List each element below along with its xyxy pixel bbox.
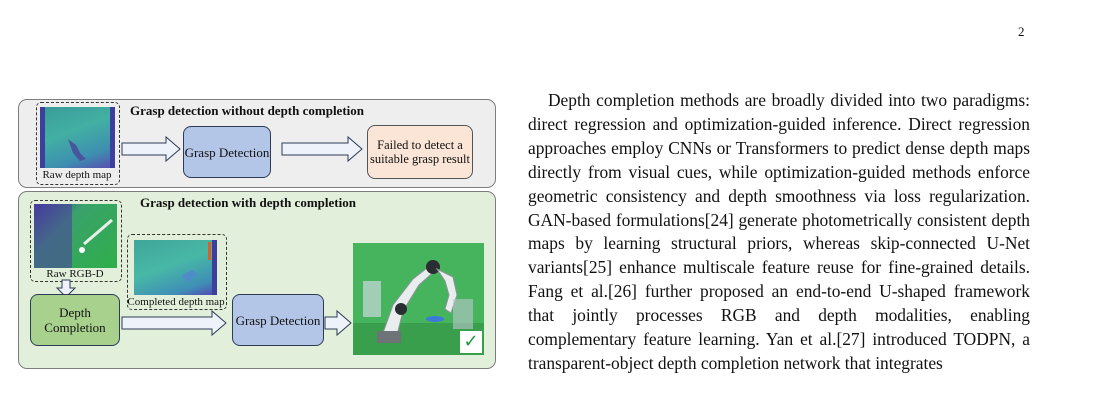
raw-depth-image bbox=[40, 107, 115, 168]
arrow-to-robot bbox=[324, 309, 352, 337]
page-number: 2 bbox=[1018, 24, 1025, 39]
raw-rgbd-caption: Raw RGB-D bbox=[46, 268, 104, 280]
grasp-detection-box-bottom: Grasp Detection bbox=[232, 294, 324, 346]
raw-depth-caption: Raw depth map bbox=[42, 169, 112, 181]
arrow-to-grasp-top bbox=[121, 135, 181, 163]
grasp-pipeline-figure: Grasp detection without depth completion… bbox=[16, 97, 496, 369]
failed-result-box: Failed to detect a suitable grasp result bbox=[367, 125, 473, 179]
check-mark-icon: ✓ bbox=[460, 331, 482, 353]
completed-depth-image bbox=[134, 240, 217, 295]
arrow-to-result bbox=[281, 135, 363, 163]
arrow-down-to-completion bbox=[55, 279, 77, 298]
completed-depth-caption: Completed depth map bbox=[127, 296, 225, 308]
body-paragraph: Depth completion methods are broadly div… bbox=[528, 90, 1030, 373]
completed-depth-frame bbox=[127, 234, 227, 310]
grasp-detection-box-top: Grasp Detection bbox=[183, 126, 271, 178]
raw-rgbd-frame bbox=[30, 200, 122, 282]
raw-rgbd-image bbox=[34, 204, 117, 268]
body-text-column: Depth completion methods are broadly div… bbox=[528, 89, 1030, 376]
raw-depth-frame bbox=[36, 102, 120, 185]
depth-completion-box: Depth Completion bbox=[30, 294, 120, 346]
panel-title-without: Grasp detection without depth completion bbox=[130, 103, 364, 118]
arrow-to-grasp-bottom bbox=[121, 309, 227, 337]
panel-title-with: Grasp detection with depth completion bbox=[140, 195, 356, 210]
